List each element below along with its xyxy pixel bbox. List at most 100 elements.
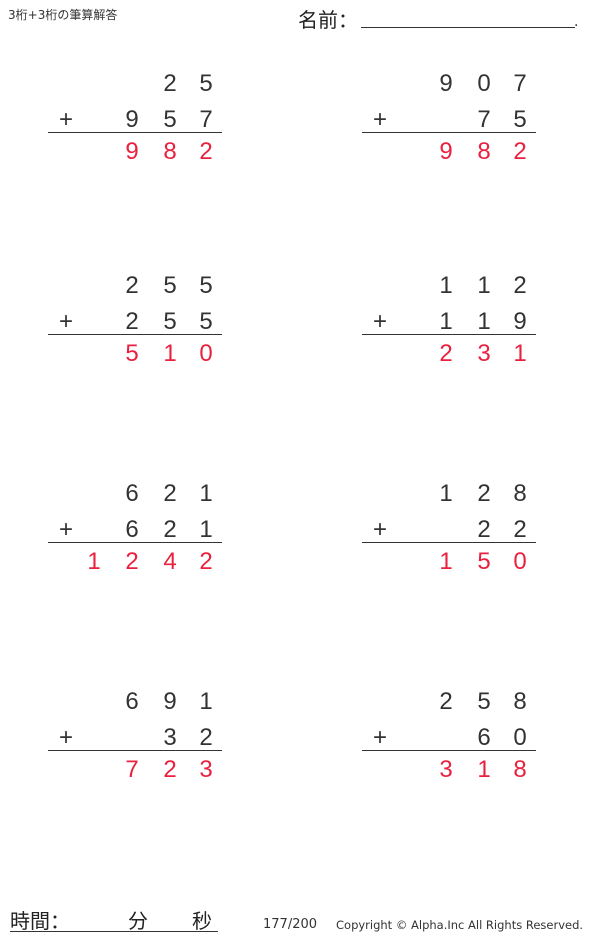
digit: 3 xyxy=(477,340,491,367)
worksheet-title: 3桁+3桁の筆算解答 xyxy=(8,8,118,22)
digit: 7 xyxy=(125,756,139,783)
digit: 9 xyxy=(163,688,177,715)
plus-sign: + xyxy=(372,724,387,751)
plus-sign: + xyxy=(58,724,73,751)
digit: 1 xyxy=(163,340,177,367)
digit: 9 xyxy=(439,70,453,97)
digit: 3 xyxy=(199,756,213,783)
digit: 4 xyxy=(163,548,177,575)
copyright-notice: Copyright © Alpha.Inc All Rights Reserve… xyxy=(336,918,584,932)
digit: 8 xyxy=(163,138,177,165)
digit: 1 xyxy=(199,516,213,543)
digit: 5 xyxy=(477,688,491,715)
digit: 9 xyxy=(125,138,139,165)
digit: 2 xyxy=(439,340,453,367)
digit: 2 xyxy=(163,756,177,783)
name-field-end-dot: . xyxy=(574,14,579,30)
plus-sign: + xyxy=(58,516,73,543)
digit: 2 xyxy=(513,272,527,299)
sum-line xyxy=(48,750,222,751)
digit: 0 xyxy=(513,724,527,751)
digit: 2 xyxy=(163,516,177,543)
digit: 2 xyxy=(513,516,527,543)
digit: 5 xyxy=(125,340,139,367)
digit: 8 xyxy=(477,138,491,165)
digit: 3 xyxy=(439,756,453,783)
digit: 6 xyxy=(477,724,491,751)
digit: 1 xyxy=(87,548,101,575)
digit: 2 xyxy=(163,70,177,97)
digit: 3 xyxy=(163,724,177,751)
digit: 1 xyxy=(199,480,213,507)
sum-line xyxy=(48,334,222,335)
time-block: 時間： 分 秒 xyxy=(10,905,218,933)
plus-sign: + xyxy=(372,106,387,133)
digit: 2 xyxy=(199,548,213,575)
minutes-label: 分 xyxy=(128,909,148,933)
digit: 1 xyxy=(477,272,491,299)
plus-sign: + xyxy=(58,308,73,335)
digit: 1 xyxy=(439,480,453,507)
digit: 1 xyxy=(439,308,453,335)
digit: 1 xyxy=(513,340,527,367)
digit: 2 xyxy=(125,308,139,335)
digit: 5 xyxy=(163,308,177,335)
digit: 6 xyxy=(125,480,139,507)
name-field-line[interactable] xyxy=(361,27,575,28)
digit: 5 xyxy=(199,272,213,299)
digit: 2 xyxy=(513,138,527,165)
digit: 5 xyxy=(513,106,527,133)
digit: 2 xyxy=(477,480,491,507)
sum-line xyxy=(362,132,536,133)
plus-sign: + xyxy=(58,106,73,133)
digit: 5 xyxy=(199,308,213,335)
name-label: 名前： xyxy=(298,8,358,32)
digit: 6 xyxy=(125,688,139,715)
sum-line xyxy=(362,750,536,751)
digit: 2 xyxy=(163,480,177,507)
digit: 1 xyxy=(439,548,453,575)
digit: 2 xyxy=(477,516,491,543)
digit: 6 xyxy=(125,516,139,543)
digit: 1 xyxy=(477,308,491,335)
digit: 1 xyxy=(439,272,453,299)
digit: 9 xyxy=(513,308,527,335)
digit: 7 xyxy=(199,106,213,133)
digit: 2 xyxy=(199,138,213,165)
digit: 2 xyxy=(439,688,453,715)
digit: 5 xyxy=(199,70,213,97)
digit: 0 xyxy=(513,548,527,575)
digit: 8 xyxy=(513,688,527,715)
digit: 9 xyxy=(125,106,139,133)
digit: 0 xyxy=(477,70,491,97)
digit: 2 xyxy=(199,724,213,751)
